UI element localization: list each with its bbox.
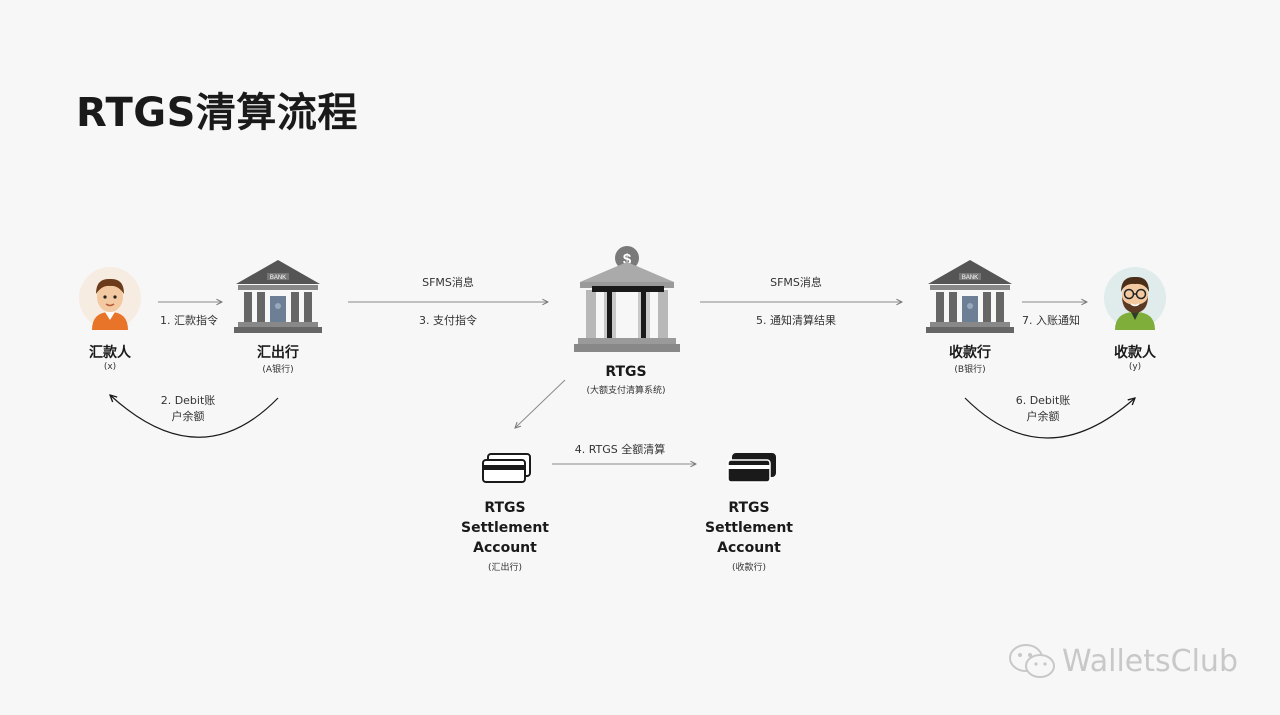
arrow-6 — [964, 398, 1135, 439]
rtgs-sub: (大额支付清算系统) — [586, 386, 666, 396]
arrow-2-label-2: 户余额 — [171, 410, 205, 423]
arrow-4-label: 4. RTGS 全额清算 — [574, 443, 666, 456]
bank-sign: BANK — [962, 275, 978, 281]
card-filled-icon — [727, 453, 776, 483]
arrow-6-label-1: 6. Debit账 — [1015, 394, 1071, 407]
acct-b-line1: RTGS — [728, 500, 770, 516]
arrow-5-label: 5. 通知清算结果 — [756, 314, 836, 327]
arrow-2-label-1: 2. Debit账 — [160, 394, 216, 407]
remit-bank-name: 汇出行 — [257, 345, 299, 361]
payee-avatar-icon — [1104, 267, 1166, 330]
wechat-logo-icon — [1009, 644, 1055, 678]
watermark-text: WalletsClub — [1062, 644, 1238, 679]
acct-a-sub: (汇出行) — [487, 563, 523, 573]
payee-name: 收款人 — [1114, 345, 1156, 361]
arrow-7-label: 7. 入账通知 — [1022, 314, 1080, 327]
recv-bank-sub: (B银行) — [954, 365, 986, 375]
acct-a-line1: RTGS — [484, 500, 526, 516]
payer-sub: (x) — [103, 362, 117, 372]
arrow-6-label-2: 户余额 — [1026, 410, 1060, 423]
recv-bank-name: 收款行 — [949, 345, 991, 361]
card-outline-icon — [482, 453, 531, 483]
bank-icon: BANK — [234, 260, 322, 333]
remit-bank-sub: (A银行) — [262, 365, 294, 375]
arrow-rtgs-down — [515, 379, 566, 428]
arrow-5-top-label: SFMS消息 — [770, 276, 822, 289]
payee-sub: (y) — [1128, 362, 1142, 372]
acct-b-line3: Account — [717, 540, 781, 556]
acct-b-sub: (收款行) — [731, 563, 767, 573]
acct-b-line2: Settlement — [705, 520, 793, 536]
arrow-3-top-label: SFMS消息 — [422, 276, 474, 289]
rtgs-name: RTGS — [605, 364, 647, 380]
bank-sign: BANK — [270, 275, 286, 281]
arrow-3-label: 3. 支付指令 — [419, 314, 477, 327]
acct-a-line2: Settlement — [461, 520, 549, 536]
payer-avatar-icon — [79, 267, 141, 330]
arrow-2 — [110, 395, 279, 438]
page-title: RTGS清算流程 — [76, 90, 358, 136]
rtgs-bank-icon: $ — [574, 246, 680, 352]
acct-a-line3: Account — [473, 540, 537, 556]
payer-name: 汇款人 — [89, 345, 131, 361]
arrow-1-label: 1. 汇款指令 — [160, 314, 218, 327]
bank-icon: BANK — [926, 260, 1014, 333]
rtgs-sign: $ — [623, 251, 632, 268]
